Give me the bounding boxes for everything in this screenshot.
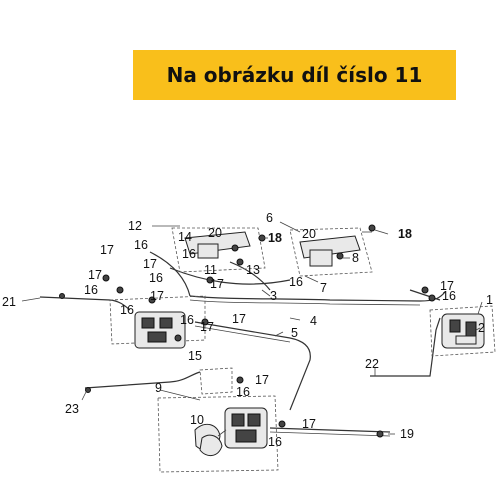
callout-17-a: 17 xyxy=(100,243,114,257)
callout-16-j: 16 xyxy=(268,435,282,449)
callout-16-h: 16 xyxy=(180,313,194,327)
callout-17-e: 17 xyxy=(440,279,454,293)
callout-16-i: 16 xyxy=(236,385,250,399)
callout-14: 14 xyxy=(178,230,192,244)
brake-pads xyxy=(194,423,223,456)
callout-labels: 12 6 14 20 18 20 18 16 17 16 8 17 11 13 … xyxy=(2,211,493,449)
callout-4: 4 xyxy=(310,314,317,328)
part-number-banner: Na obrázku díl číslo 11 xyxy=(133,50,456,100)
callout-2: 2 xyxy=(478,321,485,335)
callout-17-h: 17 xyxy=(200,320,214,334)
callout-17-g: 17 xyxy=(232,312,246,326)
pivot-bolt xyxy=(231,244,239,252)
callout-20-right: 20 xyxy=(302,227,316,241)
callout-17-j: 17 xyxy=(302,417,316,431)
callout-13: 13 xyxy=(246,263,260,277)
callout-17-d: 17 xyxy=(210,277,224,291)
callout-5: 5 xyxy=(291,326,298,340)
callout-15: 15 xyxy=(188,349,202,363)
callout-21: 21 xyxy=(2,295,16,309)
callout-10: 10 xyxy=(190,413,204,427)
callout-18-right: 18 xyxy=(398,227,412,241)
callout-16-g: 16 xyxy=(120,303,134,317)
banjo-bolts xyxy=(59,224,436,438)
callout-18-left: 18 xyxy=(268,231,282,245)
callout-22: 22 xyxy=(365,357,379,371)
callout-12: 12 xyxy=(128,219,142,233)
callout-19: 19 xyxy=(400,427,414,441)
callout-16-e: 16 xyxy=(84,283,98,297)
components xyxy=(59,224,485,456)
callout-6: 6 xyxy=(266,211,273,225)
callout-17-i: 17 xyxy=(255,373,269,387)
callout-20-left: 20 xyxy=(208,226,222,240)
callout-11: 11 xyxy=(204,263,217,277)
rear-brake-caliper xyxy=(224,407,268,449)
callout-17-c: 17 xyxy=(88,268,102,282)
front-brake-caliper xyxy=(441,313,485,349)
assembly-outlines xyxy=(109,227,496,473)
master-cylinder-left xyxy=(197,243,219,259)
callout-17-b: 17 xyxy=(143,257,157,271)
callout-9: 9 xyxy=(155,381,162,395)
master-cylinder-right xyxy=(309,249,333,267)
abs-unit xyxy=(134,311,186,349)
callout-16-f: 16 xyxy=(442,289,456,303)
callout-1: 1 xyxy=(486,293,493,307)
callout-16-c: 16 xyxy=(149,271,163,285)
callout-7: 7 xyxy=(320,281,327,295)
callout-16-b: 16 xyxy=(182,247,196,261)
callout-3: 3 xyxy=(270,289,277,303)
callout-16-d: 16 xyxy=(289,275,303,289)
pivot-bolt-right xyxy=(336,252,344,260)
callout-17-f: 17 xyxy=(150,289,164,303)
leader-lines xyxy=(21,221,483,437)
callout-16-a: 16 xyxy=(134,238,148,252)
callout-23: 23 xyxy=(65,402,79,416)
callout-8: 8 xyxy=(352,251,359,265)
